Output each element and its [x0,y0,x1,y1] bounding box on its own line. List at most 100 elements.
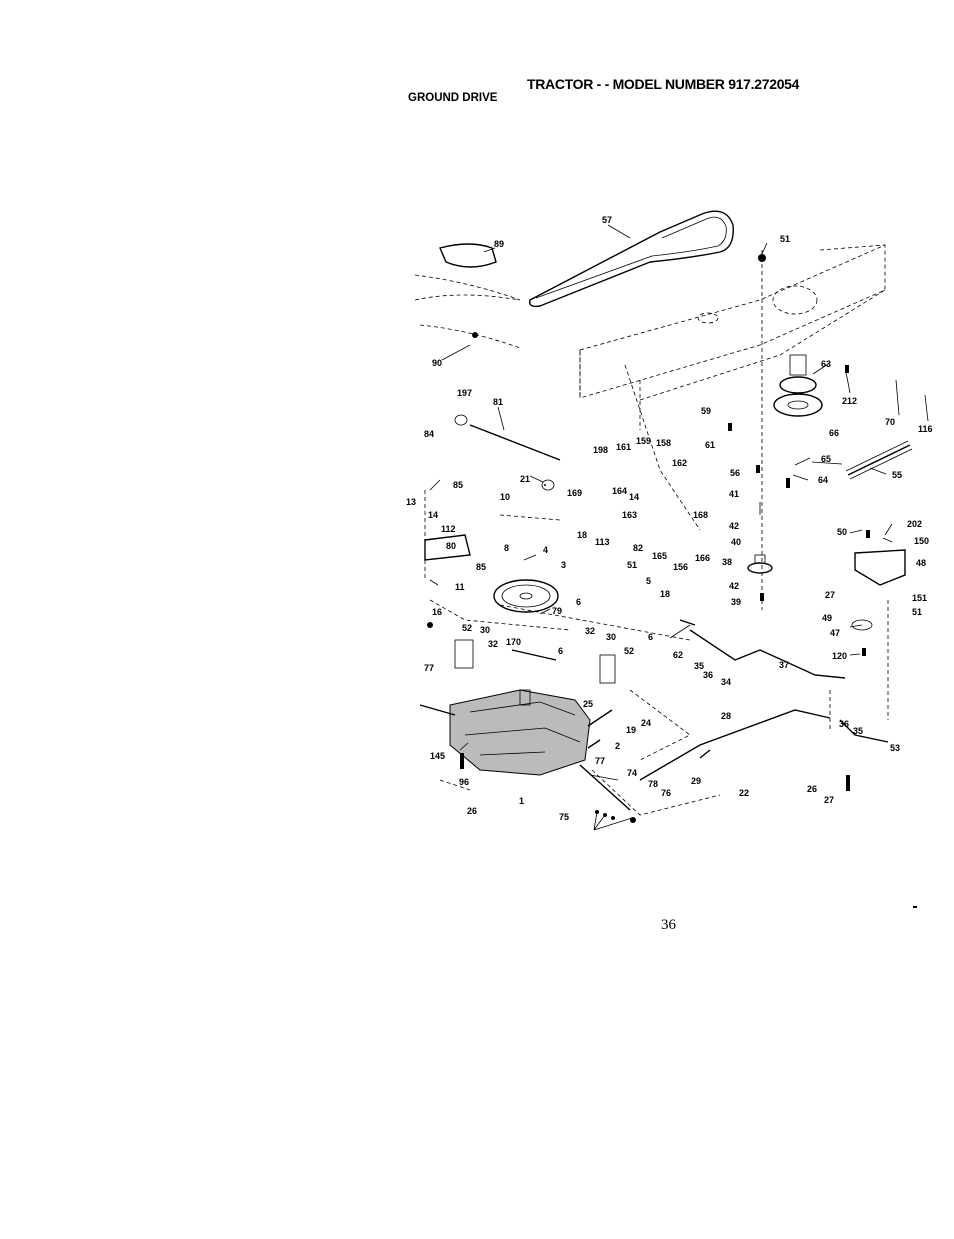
callout-48: 48 [916,558,926,568]
callout-77: 77 [424,663,434,673]
callout-2: 2 [615,741,620,751]
callout-36b: 36 [839,719,849,729]
callout-78: 78 [648,779,658,789]
callout-202: 202 [907,519,922,529]
callout-74: 74 [627,768,637,778]
callout-25: 25 [583,699,593,709]
callout-79: 79 [552,606,562,616]
callout-19: 19 [626,725,636,735]
callout-3: 3 [561,560,566,570]
springs [587,709,613,749]
callout-164: 164 [612,486,627,496]
callout-169: 169 [567,488,582,498]
callout-14: 14 [629,492,639,502]
callout-151: 151 [912,593,927,603]
callout-166: 166 [695,553,710,563]
callout-26: 26 [807,784,817,794]
callout-80: 80 [446,541,456,551]
callout-36: 36 [703,670,713,680]
callout-1: 1 [519,796,524,806]
frame-outline [579,244,886,430]
callout-62: 62 [673,650,683,660]
callout-47: 47 [830,628,840,638]
callout-27: 27 [825,590,835,600]
callout-18b: 18 [660,589,670,599]
linkage-rods [454,554,889,781]
callout-40: 40 [731,537,741,547]
callout-145: 145 [430,751,445,761]
callout-156: 156 [673,562,688,572]
callout-34: 34 [721,677,731,687]
callout-76: 76 [661,788,671,798]
callout-28: 28 [721,711,731,721]
callout-120: 120 [832,651,847,661]
callout-18: 18 [577,530,587,540]
callout-170: 170 [506,637,521,647]
callout-212: 212 [842,396,857,406]
callout-159: 159 [636,436,651,446]
callout-77b: 77 [595,756,605,766]
spring-55 [845,440,913,480]
callout-35b: 35 [853,726,863,736]
callout-66: 66 [829,428,839,438]
callout-51c: 51 [912,607,922,617]
callout-198: 198 [593,445,608,455]
callout-165: 165 [652,551,667,561]
callout-163: 163 [622,510,637,520]
callout-29: 29 [691,776,701,786]
callout-168: 168 [693,510,708,520]
transaxle-1 [419,689,631,811]
callout-55: 55 [892,470,902,480]
callout-63: 63 [821,359,831,369]
callout-8: 8 [504,543,509,553]
callout-50: 50 [837,527,847,537]
callout-labels: 57 51 89 90 63 212 70 116 197 81 59 61 6… [406,215,933,822]
page-number: 36 [661,917,676,933]
callout-27b: 27 [824,795,834,805]
callout-42: 42 [729,521,739,531]
callout-161: 161 [616,442,631,452]
callout-150: 150 [914,536,929,546]
callout-16: 16 [432,607,442,617]
callout-4: 4 [543,545,548,555]
callout-56: 56 [730,468,740,478]
shift-rod-81 [454,414,561,461]
pulley-3 [493,479,559,613]
callout-51b: 51 [627,560,637,570]
callout-26b: 26 [467,806,477,816]
callout-57: 57 [602,215,612,225]
callout-158: 158 [656,438,671,448]
dashed-guides [424,364,889,816]
callout-22: 22 [739,788,749,798]
callout-81: 81 [493,397,503,407]
callout-64: 64 [818,475,828,485]
callout-6b: 6 [648,632,653,642]
callout-35: 35 [694,661,704,671]
callout-14b: 14 [428,510,438,520]
callout-59: 59 [701,406,711,416]
callout-30b: 30 [606,632,616,642]
callout-13: 13 [406,497,416,507]
callout-52b: 52 [624,646,634,656]
callout-39: 39 [731,597,741,607]
section-subtitle: GROUND DRIVE [408,92,498,104]
callout-49: 49 [822,613,832,623]
callout-51: 51 [780,234,790,244]
page-title: TRACTOR - - MODEL NUMBER 917.272054 [527,76,800,92]
callout-70: 70 [885,417,895,427]
callout-11: 11 [455,582,465,592]
seat-area [414,243,521,349]
callout-197: 197 [457,388,472,398]
callout-5: 5 [646,576,651,586]
callout-53: 53 [890,743,900,753]
callout-96: 96 [459,777,469,787]
drive-belt-57 [529,210,734,308]
callout-84: 84 [424,429,434,439]
callout-38: 38 [722,557,732,567]
callout-32: 32 [488,639,498,649]
callout-82: 82 [633,543,643,553]
callout-75: 75 [559,812,569,822]
stray-mark [913,906,917,908]
callout-42b: 42 [729,581,739,591]
